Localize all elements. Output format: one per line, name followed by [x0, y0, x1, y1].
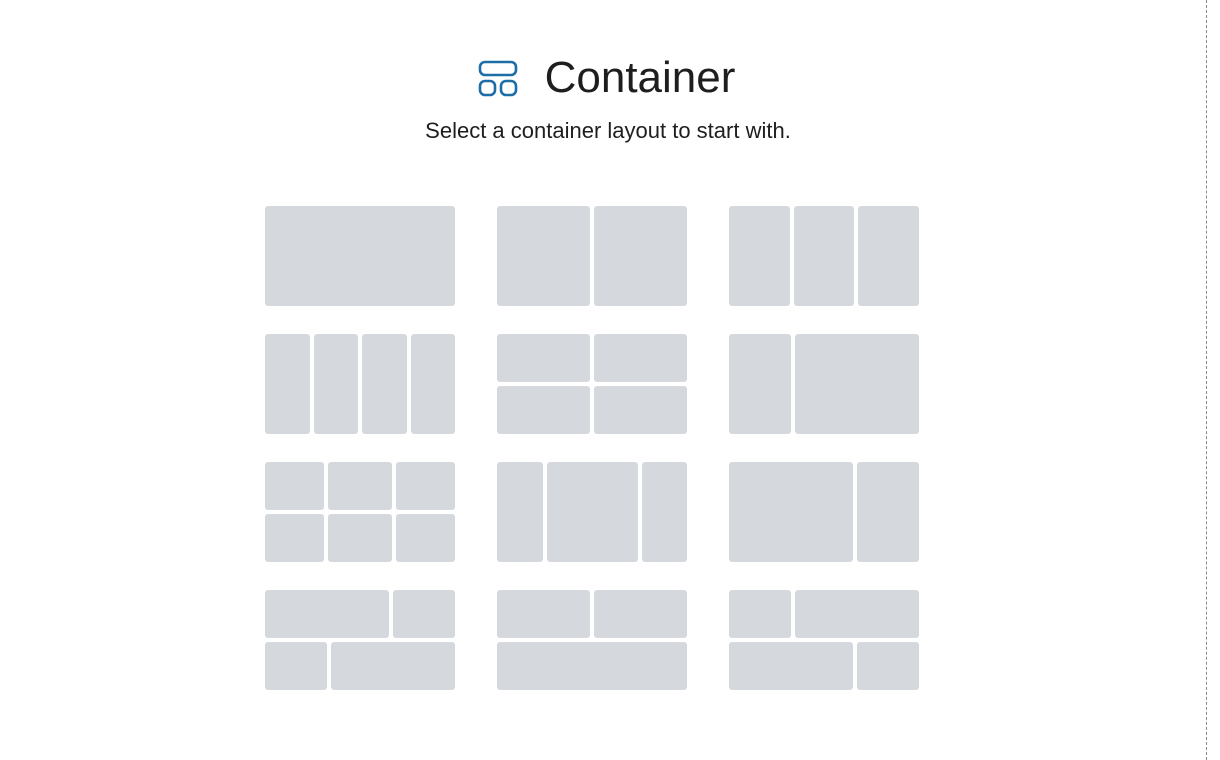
layout-column-block	[497, 590, 590, 638]
layout-row	[729, 590, 919, 638]
layout-column-block	[410, 334, 455, 434]
layout-option-5[interactable]	[497, 334, 687, 434]
layout-column-block	[497, 642, 687, 690]
layout-column-block	[641, 462, 687, 562]
layout-row	[497, 334, 687, 382]
layout-column-block	[393, 590, 455, 638]
layout-row	[497, 386, 687, 434]
layout-option-12[interactable]	[729, 590, 919, 690]
layout-row	[265, 334, 455, 434]
layout-option-7[interactable]	[265, 462, 455, 562]
layout-options-grid	[265, 206, 920, 690]
layout-option-11[interactable]	[497, 590, 687, 690]
layout-column-block	[729, 206, 790, 306]
layout-row	[265, 514, 455, 562]
layout-option-1[interactable]	[265, 206, 455, 306]
layout-row	[265, 642, 455, 690]
page-title: Container	[544, 53, 736, 102]
layout-column-block	[546, 462, 638, 562]
layout-option-8[interactable]	[497, 462, 687, 562]
layout-row	[265, 206, 455, 306]
layout-column-block	[793, 206, 855, 306]
layout-column-block	[265, 334, 310, 434]
layout-column-block	[497, 462, 543, 562]
container-boundary-dashed-line	[1206, 0, 1207, 760]
layout-row	[265, 462, 455, 510]
layout-column-block	[265, 206, 455, 306]
layout-column-block	[795, 590, 919, 638]
layout-column-block	[729, 462, 853, 562]
layout-column-block	[858, 206, 920, 306]
layout-row	[729, 206, 920, 306]
layout-column-block	[395, 514, 455, 562]
layout-column-block	[265, 462, 325, 510]
layout-column-block	[265, 590, 389, 638]
layout-row	[497, 206, 687, 306]
layout-column-block	[328, 462, 392, 510]
layout-column-block	[362, 334, 407, 434]
layout-column-block	[594, 386, 687, 434]
layout-option-9[interactable]	[729, 462, 919, 562]
layout-column-block	[795, 334, 919, 434]
layout-column-block	[265, 642, 327, 690]
layout-column-block	[313, 334, 358, 434]
layout-column-block	[729, 334, 791, 434]
layout-row	[497, 590, 687, 638]
layout-column-block	[395, 462, 455, 510]
layout-column-block	[857, 642, 919, 690]
layout-option-2[interactable]	[497, 206, 687, 306]
layout-column-block	[594, 206, 687, 306]
layout-column-block	[497, 386, 590, 434]
layout-option-3[interactable]	[729, 206, 920, 306]
layout-option-10[interactable]	[265, 590, 455, 690]
layout-column-block	[331, 642, 455, 690]
container-layout-icon	[478, 60, 517, 97]
page-subtitle: Select a container layout to start with.	[425, 118, 791, 143]
layout-row	[265, 590, 455, 638]
layout-option-4[interactable]	[265, 334, 455, 434]
layout-column-block	[729, 590, 791, 638]
layout-column-block	[594, 590, 687, 638]
layout-row	[729, 462, 919, 562]
layout-column-block	[497, 334, 590, 382]
layout-column-block	[729, 642, 853, 690]
placeholder-header: Container	[0, 52, 1212, 104]
layout-row	[729, 642, 919, 690]
layout-row	[497, 642, 687, 690]
layout-column-block	[265, 514, 325, 562]
layout-column-block	[328, 514, 392, 562]
layout-row	[729, 334, 919, 434]
layout-column-block	[857, 462, 919, 562]
layout-option-6[interactable]	[729, 334, 919, 434]
layout-row	[497, 462, 687, 562]
layout-column-block	[594, 334, 687, 382]
layout-column-block	[497, 206, 590, 306]
